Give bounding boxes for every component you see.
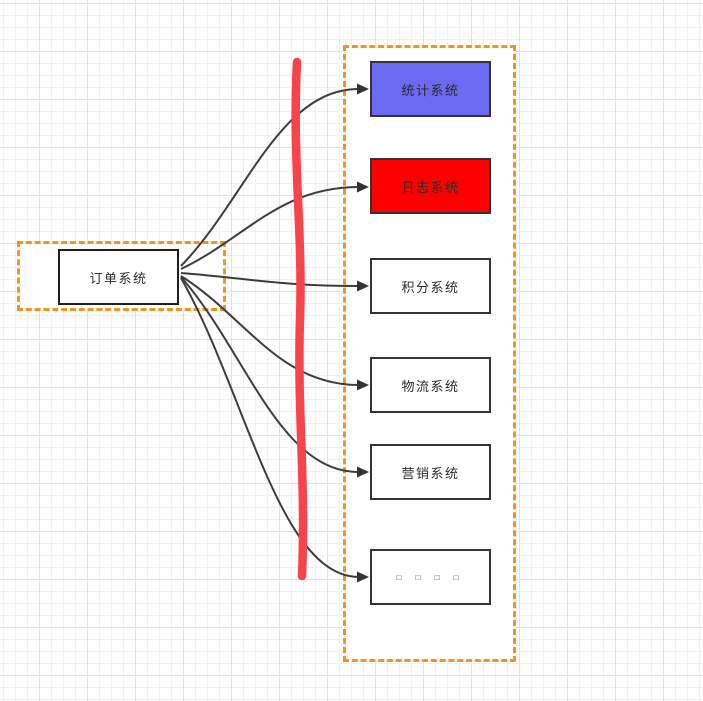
red-marker-stroke[interactable] [291,57,308,581]
node-label: 营销系统 [401,465,460,481]
node-label: 积分系统 [401,279,460,295]
node-label: 订单系统 [89,270,148,286]
node-points-system[interactable]: 积分系统 [370,258,491,314]
node-label: 物流系统 [401,378,460,394]
connector-arrow-stats[interactable] [180,83,369,267]
connector-arrow-points[interactable] [180,272,369,292]
node-log-system[interactable]: 日志系统 [370,158,491,214]
connector-arrow-marketing[interactable] [180,276,369,478]
node-order-system[interactable]: 订单系统 [58,249,179,305]
connector-arrow-logistics[interactable] [180,275,369,391]
connector-arrow-log[interactable] [180,181,369,270]
node-stats-system[interactable]: 统计系统 [370,61,491,117]
connector-arrow-ellipsis[interactable] [180,277,369,583]
node-ellipsis[interactable]: □ □ □ □ [370,549,491,605]
node-label: □ □ □ □ [396,572,465,582]
node-label: 统计系统 [401,82,460,98]
node-marketing-system[interactable]: 营销系统 [370,444,491,500]
node-label: 日志系统 [401,179,460,195]
node-logistics-system[interactable]: 物流系统 [370,357,491,413]
